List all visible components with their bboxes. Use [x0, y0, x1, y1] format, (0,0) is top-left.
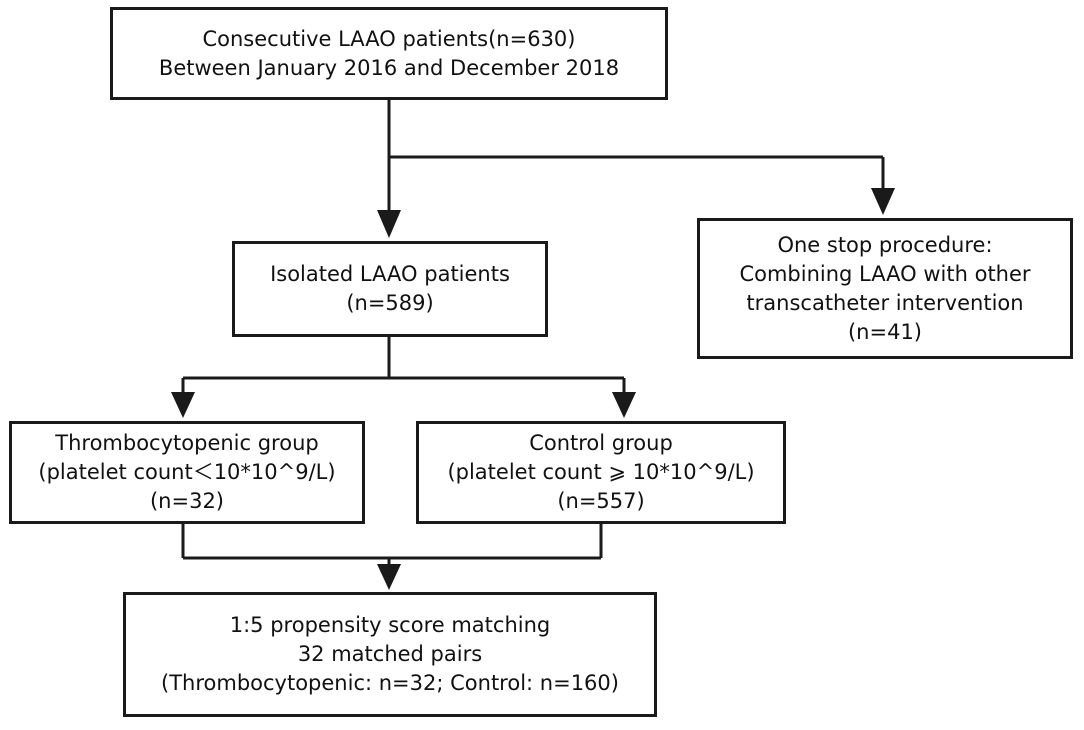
- isolated-laao-title: Isolated LAAO patients: [270, 262, 510, 286]
- thrombocytopenic-title: Thrombocytopenic group: [55, 431, 319, 455]
- arrow-to-thrombocytopenic: [171, 378, 195, 418]
- isolated-laao-count: (n=589): [346, 291, 434, 315]
- arrow-to-matching: [377, 558, 401, 590]
- matching-title: 1:5 propensity score matching: [229, 613, 551, 637]
- one-stop-procedure-box: One stop procedure: Combining LAAO with …: [697, 218, 1073, 359]
- control-criterion: (platelet count ⩾ 10*10^9/L): [447, 460, 755, 484]
- control-count: (n=557): [557, 489, 645, 513]
- matched-pairs-text: 32 matched pairs: [297, 642, 483, 666]
- control-title: Control group: [529, 431, 673, 455]
- thrombocytopenic-count: (n=32): [149, 489, 224, 513]
- consecutive-patients-title: Consecutive LAAO patients(n=630): [202, 26, 576, 51]
- consecutive-patients-box: Consecutive LAAO patients(n=630) Between…: [110, 7, 668, 100]
- one-stop-description-line-2: transcatheter intervention: [746, 290, 1024, 315]
- thrombocytopenic-group-box: Thrombocytopenic group (platelet count＜1…: [9, 421, 365, 524]
- arrow-to-one-stop: [871, 157, 895, 215]
- control-group-box: Control group (platelet count ⩾ 10*10^9/…: [416, 421, 786, 524]
- thrombocytopenic-criterion: (platelet count＜10*10^9/L): [38, 460, 336, 484]
- arrow-to-isolated: [377, 157, 401, 238]
- arrow-to-control: [612, 378, 636, 418]
- matched-counts-text: (Thrombocytopenic: n=32; Control: n=160): [161, 671, 619, 695]
- one-stop-count: (n=41): [847, 319, 922, 344]
- isolated-laao-box: Isolated LAAO patients (n=589): [232, 241, 548, 337]
- propensity-matching-box: 1:5 propensity score matching 32 matched…: [123, 592, 657, 717]
- study-period-text: Between January 2016 and December 2018: [158, 55, 620, 80]
- one-stop-description-line-1: Combining LAAO with other: [739, 261, 1031, 286]
- one-stop-title: One stop procedure:: [777, 232, 993, 257]
